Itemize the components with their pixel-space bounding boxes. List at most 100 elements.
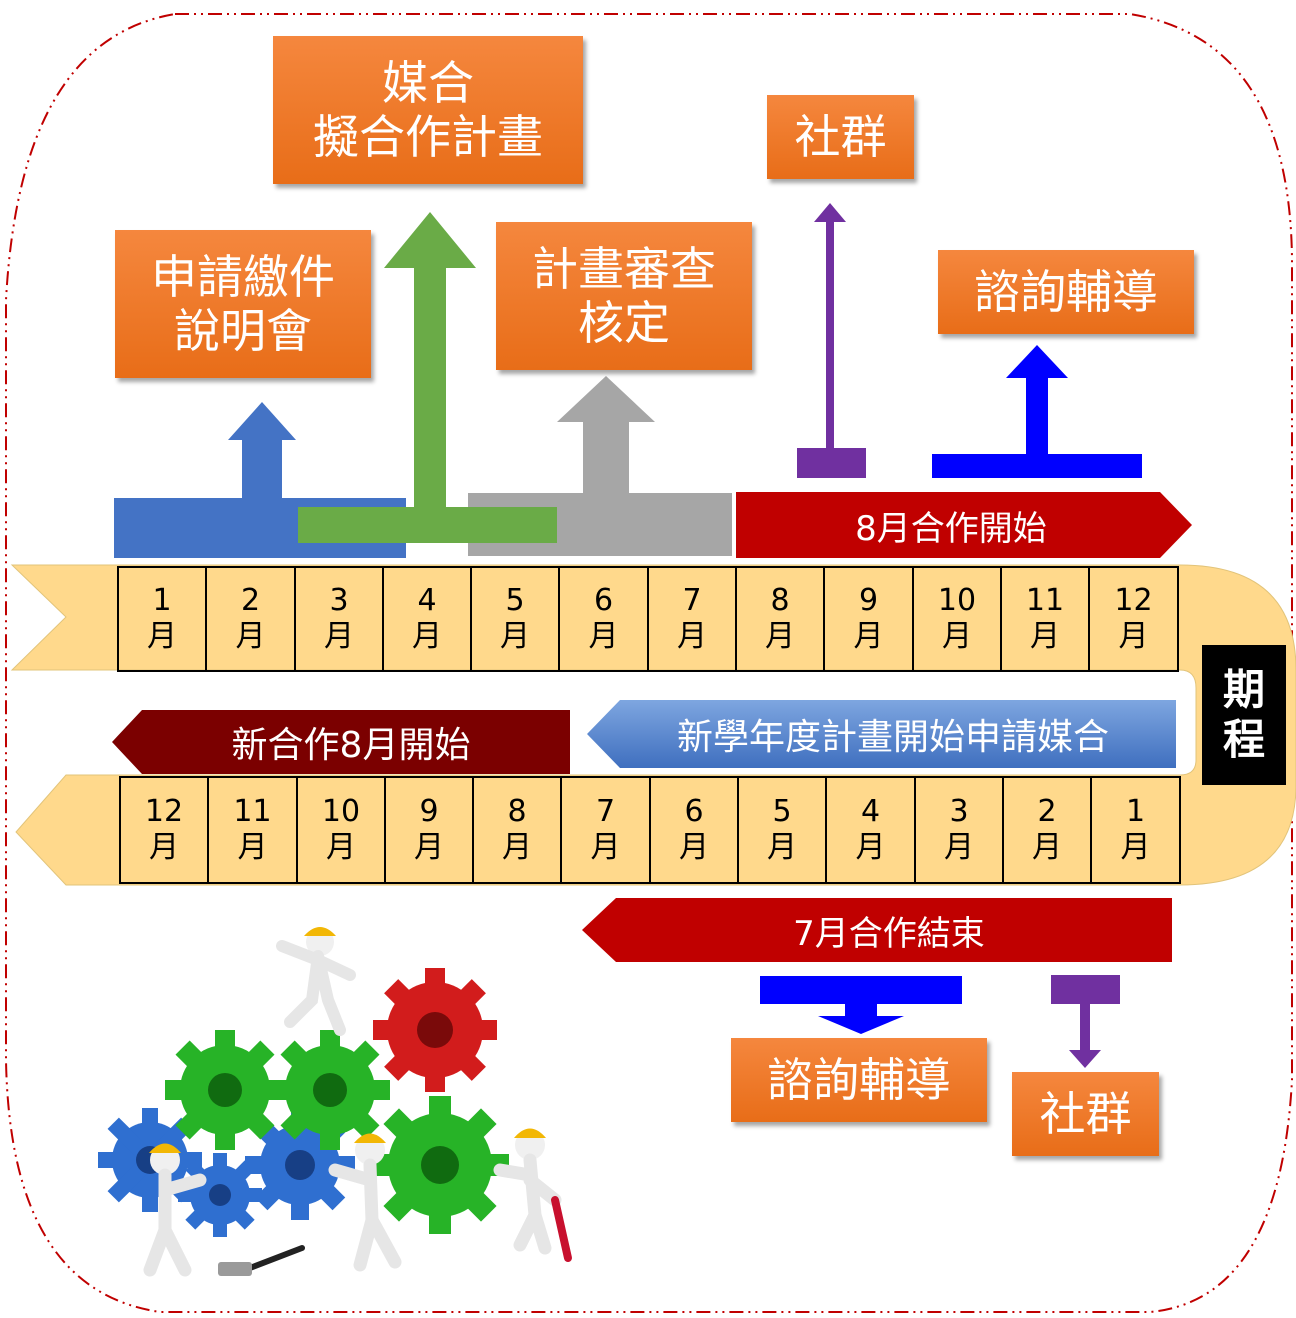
month-unit: 月 bbox=[1118, 619, 1149, 654]
month-unit: 月 bbox=[942, 619, 972, 654]
month-unit: 月 bbox=[765, 619, 795, 654]
month-number: 12 bbox=[1114, 583, 1153, 618]
jul-end-label: 7月合作結束 bbox=[793, 913, 985, 954]
briefing-line1: 申請繳件 bbox=[151, 249, 335, 304]
month-unit: 月 bbox=[502, 830, 532, 865]
blue-arrow-top bbox=[932, 345, 1142, 478]
month-unit: 月 bbox=[324, 619, 354, 654]
month-unit: 月 bbox=[149, 830, 179, 865]
community-bottom-label: 社群 bbox=[1039, 1086, 1132, 1141]
briefing-box: 申請繳件 說明會 bbox=[115, 230, 371, 378]
month-number: 7 bbox=[682, 583, 702, 618]
month-number: 9 bbox=[419, 794, 439, 829]
timeline-ribbon bbox=[10, 564, 1296, 886]
community-box-top: 社群 bbox=[767, 95, 914, 179]
month-unit: 月 bbox=[1030, 619, 1060, 654]
month-number: 4 bbox=[417, 583, 437, 618]
new-start-banner bbox=[112, 710, 570, 774]
month-unit: 月 bbox=[1032, 830, 1062, 865]
aug-start-banner bbox=[736, 492, 1192, 558]
month-unit: 月 bbox=[588, 619, 619, 654]
period-label: 期 程 bbox=[1202, 645, 1286, 785]
consulting-box-top: 諮詢輔導 bbox=[938, 250, 1194, 334]
month-unit: 月 bbox=[1120, 830, 1151, 865]
review-box: 計畫審查 核定 bbox=[496, 222, 752, 370]
consulting-box-bottom: 諮詢輔導 bbox=[731, 1038, 987, 1122]
month-number: 9 bbox=[858, 583, 879, 618]
purple-arrow-top bbox=[797, 203, 866, 478]
month-number: 2 bbox=[1037, 794, 1057, 829]
month-number: 1 bbox=[152, 583, 172, 618]
consulting-bottom-label: 諮詢輔導 bbox=[767, 1052, 951, 1107]
matching-line2: 擬合作計畫 bbox=[313, 110, 543, 164]
aug-start-label: 8月合作開始 bbox=[855, 508, 1047, 549]
month-unit: 月 bbox=[853, 619, 884, 654]
month-unit: 月 bbox=[855, 830, 886, 865]
consulting-top-label: 諮詢輔導 bbox=[974, 264, 1158, 319]
month-unit: 月 bbox=[944, 830, 974, 865]
month-unit: 月 bbox=[590, 830, 621, 865]
new-start-label: 新合作8月開始 bbox=[231, 725, 471, 766]
month-unit: 月 bbox=[414, 830, 444, 865]
matching-box: 媒合 擬合作計畫 bbox=[273, 36, 583, 184]
purple-arrow-bottom bbox=[1051, 975, 1120, 1068]
month-unit: 月 bbox=[412, 619, 442, 654]
bottom-month-grid bbox=[119, 776, 1181, 884]
blue-arrow-bottom bbox=[760, 976, 962, 1034]
period-line1: 期 bbox=[1222, 664, 1265, 714]
matching-line1: 媒合 bbox=[382, 55, 474, 110]
community-top-label: 社群 bbox=[794, 109, 887, 164]
period-line2: 程 bbox=[1222, 715, 1265, 764]
month-number: 10 bbox=[937, 583, 977, 618]
month-unit: 月 bbox=[147, 619, 177, 654]
new-year-banner bbox=[587, 700, 1176, 768]
green-phase-arrow bbox=[298, 212, 557, 543]
month-number: 5 bbox=[772, 794, 792, 829]
month-number: 4 bbox=[860, 794, 881, 829]
month-number: 1 bbox=[1125, 794, 1146, 829]
month-number: 6 bbox=[684, 794, 704, 829]
month-unit: 月 bbox=[500, 619, 530, 654]
month-number: 12 bbox=[144, 794, 184, 829]
month-number: 6 bbox=[593, 583, 614, 618]
top-month-grid bbox=[117, 566, 1179, 672]
month-number: 5 bbox=[505, 583, 525, 618]
month-unit: 月 bbox=[767, 830, 797, 865]
new-year-label: 新學年度計畫開始申請媒合 bbox=[676, 717, 1109, 758]
dash-dot-frame bbox=[5, 13, 1293, 1313]
review-line2: 核定 bbox=[578, 296, 670, 350]
gears-workers-illustration bbox=[98, 927, 572, 1277]
month-number: 8 bbox=[770, 583, 790, 618]
month-number: 2 bbox=[240, 583, 261, 618]
month-unit: 月 bbox=[679, 830, 709, 865]
month-number: 3 bbox=[329, 583, 349, 618]
month-number: 10 bbox=[321, 794, 361, 829]
month-number: 7 bbox=[595, 794, 616, 829]
month-unit: 月 bbox=[677, 619, 707, 654]
month-number: 11 bbox=[1025, 583, 1065, 618]
month-number: 11 bbox=[233, 794, 272, 829]
worker-figures bbox=[143, 927, 572, 1277]
